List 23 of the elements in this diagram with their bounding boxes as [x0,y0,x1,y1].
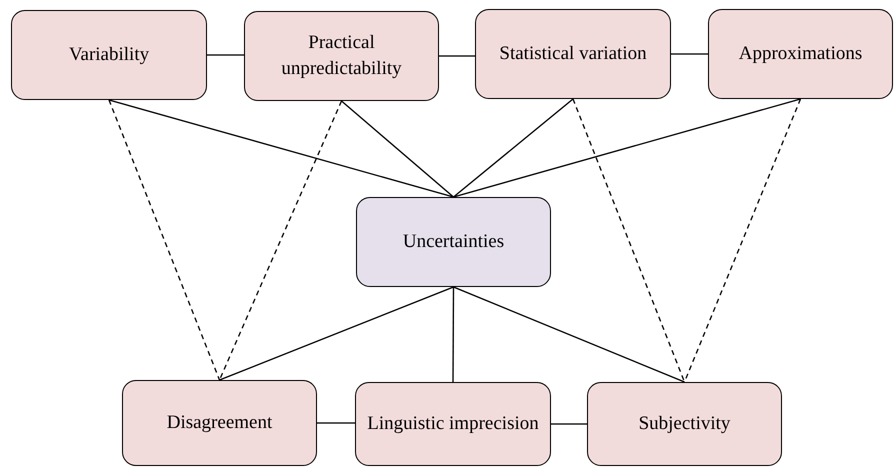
category-box: Statistical variation [475,9,671,99]
connector-line [551,423,587,425]
connector-line [218,100,342,380]
connector-line [317,422,355,424]
connector-line [572,98,686,382]
connector-line [341,100,454,198]
connector-line [219,286,454,381]
connector-line [453,98,574,198]
category-box: Linguistic imprecision [355,382,551,466]
category-box: Variability [11,10,207,100]
connector-line [108,100,220,380]
category-box: Subjectivity [587,382,782,466]
connector-line [207,54,244,56]
connector-line [671,53,708,55]
category-box: Practical unpredictability [244,11,439,101]
category-box: Disagreement [122,380,317,466]
connector-line [453,286,685,383]
category-box: Approximations [708,9,893,99]
connector-line [439,55,475,57]
central-box: Uncertainties [356,197,551,287]
connector-line [452,287,454,382]
connector-line [108,99,454,198]
connector-line [453,98,801,198]
